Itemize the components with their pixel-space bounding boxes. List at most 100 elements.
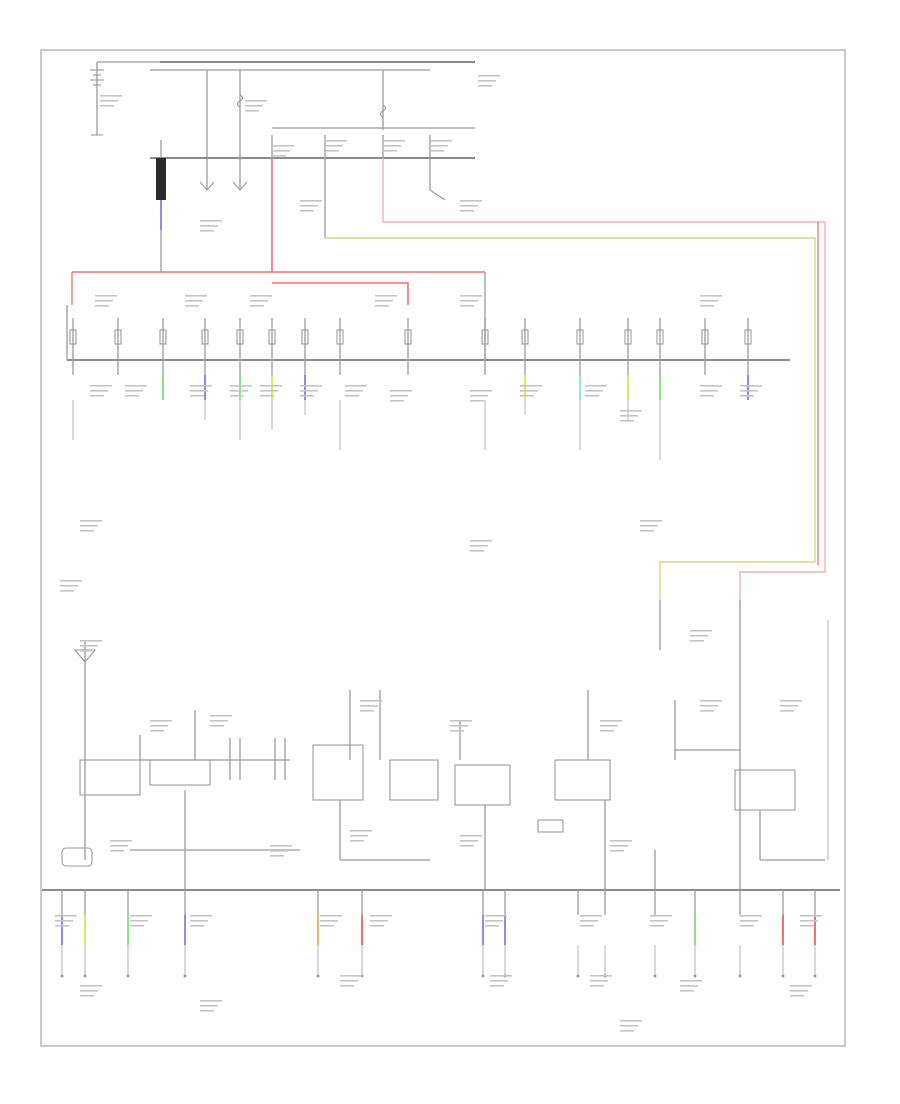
label-mark: [700, 390, 718, 392]
label-mark: [790, 995, 804, 997]
label-mark: [610, 840, 632, 842]
label-mark: [700, 295, 722, 297]
label-mark: [110, 840, 132, 842]
top-power-bus: [160, 61, 475, 71]
wire-yellow-long: [325, 237, 816, 600]
label-mark: [190, 395, 204, 397]
label-mark: [620, 410, 642, 412]
label-mark: [460, 835, 482, 837]
label-mark: [478, 75, 500, 77]
label-mark: [80, 520, 102, 522]
label-mark: [80, 525, 98, 527]
connector-dot: [738, 974, 742, 978]
label-mark: [350, 840, 364, 842]
label-mark: [740, 395, 754, 397]
label-mark: [95, 305, 109, 307]
label-mark: [740, 915, 762, 917]
label-mark: [430, 150, 444, 152]
label-mark: [350, 830, 372, 832]
label-mark: [800, 925, 814, 927]
label-mark: [190, 915, 212, 917]
label-mark: [230, 385, 252, 387]
label-mark: [340, 975, 362, 977]
fuse-icon: [744, 329, 752, 345]
label-mark: [700, 700, 722, 702]
connector-dot: [83, 974, 87, 978]
label-mark: [260, 390, 278, 392]
connector-dot: [813, 974, 817, 978]
label-mark: [780, 705, 798, 707]
label-mark: [300, 200, 322, 202]
label-mark: [790, 985, 812, 987]
label-mark: [185, 305, 199, 307]
fusible-link-block: [156, 140, 166, 200]
label-mark: [478, 85, 492, 87]
label-mark: [300, 390, 318, 392]
label-mark: [190, 390, 208, 392]
label-mark: [790, 990, 808, 992]
bottom-drops: [60, 890, 817, 978]
label-mark: [190, 920, 208, 922]
fuse-icon: [576, 329, 584, 345]
label-mark: [470, 540, 492, 542]
label-mark: [430, 140, 452, 142]
label-mark: [640, 525, 658, 527]
label-mark: [460, 845, 474, 847]
label-mark: [200, 1010, 214, 1012]
label-mark: [300, 395, 314, 397]
label-mark: [485, 925, 499, 927]
connector-dot: [126, 974, 130, 978]
label-mark: [700, 300, 718, 302]
label-mark: [470, 395, 488, 397]
fuse-icon: [404, 329, 412, 345]
label-mark: [370, 920, 388, 922]
label-mark: [680, 985, 698, 987]
label-mark: [95, 300, 113, 302]
label-mark: [80, 640, 102, 642]
label-mark: [610, 845, 628, 847]
label-mark: [600, 725, 618, 727]
label-mark: [260, 395, 274, 397]
label-mark: [520, 385, 542, 387]
label-mark: [370, 915, 392, 917]
label-mark: [383, 145, 401, 147]
label-mark: [55, 915, 77, 917]
upper-fuse-bus: [150, 127, 475, 159]
wire-red-main: [71, 158, 486, 305]
label-mark: [490, 975, 512, 977]
label-mark: [80, 995, 94, 997]
connector-dot: [576, 974, 580, 978]
label-mark: [375, 295, 397, 297]
battery-section: [90, 61, 160, 136]
fuse-icon: [656, 329, 664, 345]
wire-pink-long: [382, 158, 826, 600]
label-mark: [130, 920, 148, 922]
label-mark: [125, 385, 147, 387]
label-mark: [360, 700, 382, 702]
label-mark: [450, 730, 464, 732]
label-mark: [470, 390, 492, 392]
fuse-icon: [624, 329, 632, 345]
label-mark: [520, 390, 538, 392]
label-mark: [450, 720, 472, 722]
label-mark: [690, 635, 708, 637]
fuse-icon: [336, 329, 344, 345]
label-mark: [585, 385, 607, 387]
label-mark: [460, 295, 482, 297]
label-mark: [250, 295, 272, 297]
label-mark: [90, 395, 104, 397]
label-mark: [620, 1030, 634, 1032]
fuse-icon: [521, 329, 529, 345]
fuse-icon: [301, 329, 309, 345]
label-mark: [250, 305, 264, 307]
label-mark: [80, 990, 98, 992]
label-mark: [460, 840, 478, 842]
label-mark: [470, 400, 484, 402]
label-mark: [110, 850, 124, 852]
label-mark: [650, 925, 664, 927]
label-mark: [460, 205, 478, 207]
label-mark: [600, 720, 622, 722]
connector-dot: [316, 974, 320, 978]
label-mark: [740, 920, 758, 922]
